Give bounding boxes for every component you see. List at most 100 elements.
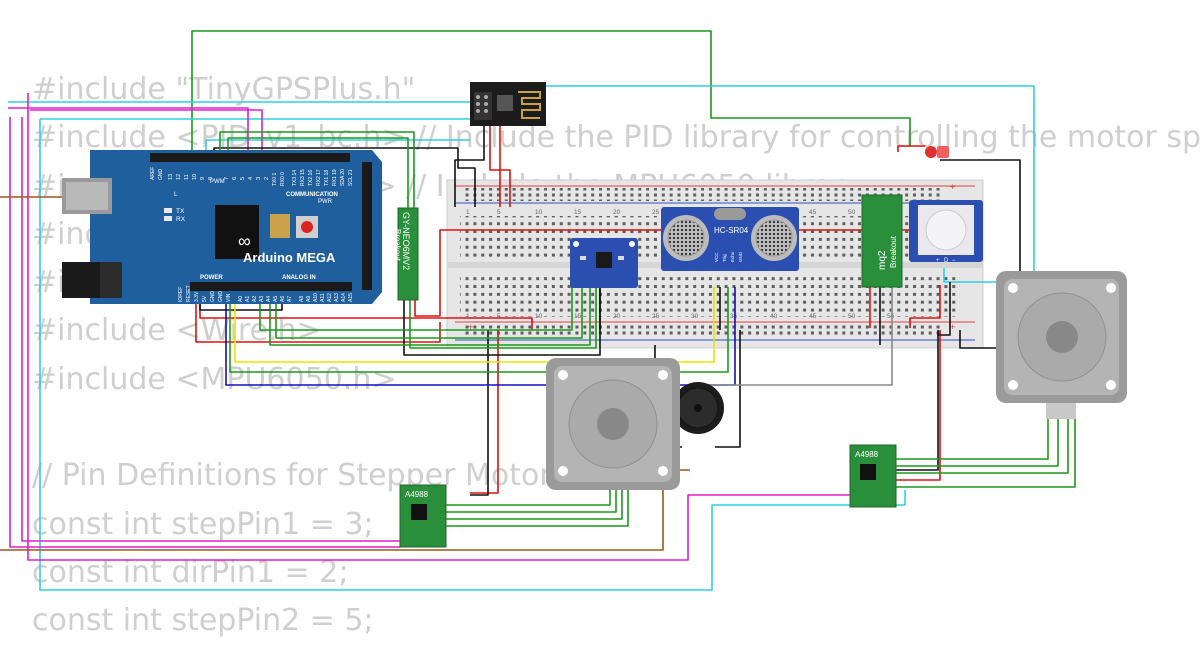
wires [0,30,1076,591]
wire-green [219,131,415,212]
svg-text:15: 15 [574,209,582,216]
svg-text:4: 4 [248,177,254,180]
wire-green [446,482,629,527]
svg-text:TX1 18: TX1 18 [324,170,330,186]
arduino-logo: ∞ [238,231,251,251]
a4988-driver-1: A4988 [399,484,447,548]
wire-black [715,330,741,448]
pwm-label: PWM [210,179,225,185]
esp01-wifi-module [470,82,546,126]
svg-text:GND: GND [210,291,216,303]
svg-text:1: 1 [466,209,470,216]
a4988-driver-2: A4988 [849,444,897,508]
wire-cyan [39,119,906,591]
plus-marker: + [950,322,955,332]
svg-text:D: D [944,258,949,264]
svg-text:RESET: RESET [186,285,192,302]
wire-green [275,282,583,339]
svg-text:TX3 14: TX3 14 [292,170,298,186]
hc-sr04-label: HC-SR04 [714,226,749,235]
wire-green [895,418,1069,474]
wire-red [895,330,941,481]
svg-text:TX0 1: TX0 1 [272,172,278,186]
power-rail-bottom [464,324,944,337]
wire-green [191,30,911,158]
svg-text:5: 5 [497,313,501,320]
mq2-label: mq2 [877,250,888,270]
pin-header [190,282,352,291]
power-rail-top [464,188,944,201]
plus-marker: + [468,322,473,332]
svg-text:A4: A4 [266,296,272,302]
svg-text:TX2 16: TX2 16 [308,170,314,186]
wire-black [938,282,951,336]
svg-text:20: 20 [613,313,621,320]
svg-text:IOREF: IOREF [178,287,184,302]
svg-text:A2: A2 [252,296,258,302]
hc-sr04-pin-labels: VCC Trig Echo GND [714,251,743,262]
stepper-motor-1 [546,358,680,490]
pir-motion-sensor: + D − [909,200,983,264]
rx-label: RX [176,216,186,223]
svg-text:RX2 17: RX2 17 [316,169,322,186]
svg-text:A1: A1 [245,296,251,302]
svg-text:10: 10 [192,174,198,180]
gps-module: GY-NEO6MV2 Breakout [393,207,419,301]
wire-magenta [30,109,263,158]
svg-text:7: 7 [224,177,230,180]
wire-green [446,482,617,513]
svg-text:13: 13 [168,174,174,180]
svg-text:A3: A3 [259,296,265,302]
mq2-sublabel: Breakout [889,235,898,268]
wire-green [446,482,623,520]
svg-text:Trig: Trig [722,254,727,262]
svg-text:RX0 0: RX0 0 [280,172,286,186]
column-numbers-bottom: 1 5 10 15 20 25 30 35 40 45 50 55 [466,313,895,320]
svg-text:5: 5 [497,209,501,216]
svg-text:3: 3 [256,177,262,180]
power-label: POWER [200,275,223,281]
svg-text:A9: A9 [306,296,312,302]
wire-red [909,285,941,328]
svg-text:VCC: VCC [714,252,719,262]
gps-sublabel: Breakout [393,229,402,262]
svg-text:12: 12 [176,174,182,180]
svg-text:15: 15 [574,313,582,320]
wire-green [895,418,1049,460]
svg-text:55: 55 [887,313,895,320]
svg-text:11: 11 [184,174,190,180]
svg-text:2: 2 [264,177,270,180]
svg-text:Echo: Echo [730,251,735,262]
plus-marker: + [950,182,955,192]
code-line: #include <MPU6050.h> [32,361,397,397]
wire-green [409,287,597,349]
buzzer [672,382,724,434]
svg-text:A10: A10 [313,293,319,302]
icsp-header [270,214,290,238]
code-line: #include "TinyGPSPlus.h" [32,72,416,107]
tx-label: TX [176,208,185,215]
svg-text:+: + [936,258,940,264]
svg-text:30: 30 [691,313,699,320]
mq2-gas-sensor: mq2 Breakout [861,194,903,288]
red-led [925,146,949,158]
wire-black [895,330,939,471]
wire-green [259,282,573,331]
arduino-mega: TX RX L Arduino MEGA ∞ PWM COMMUNICATION… [62,150,382,304]
svg-text:A11: A11 [320,293,326,302]
wire-yellow [234,282,715,363]
power-pin-labels: IOREF RESET 3.3V 5V GND GND VIN [178,285,232,302]
wire-red [195,282,441,343]
svg-text:A14: A14 [341,293,347,302]
communication-pin-labels: TX0 1 RX0 0 TX3 14 RX3 15 TX2 16 RX2 17 … [272,169,354,186]
svg-text:−: − [952,258,956,264]
wire-magenta [9,117,400,548]
communication-label: COMMUNICATION [286,192,338,198]
svg-text:A5: A5 [273,296,279,302]
svg-text:RX3 15: RX3 15 [300,169,306,186]
a4988-label: A4988 [855,450,879,459]
pwr-label: PWR [318,199,333,205]
pir-pin-labels: + D − [936,258,956,264]
wire-green [895,418,1076,488]
svg-text:40: 40 [770,313,778,320]
